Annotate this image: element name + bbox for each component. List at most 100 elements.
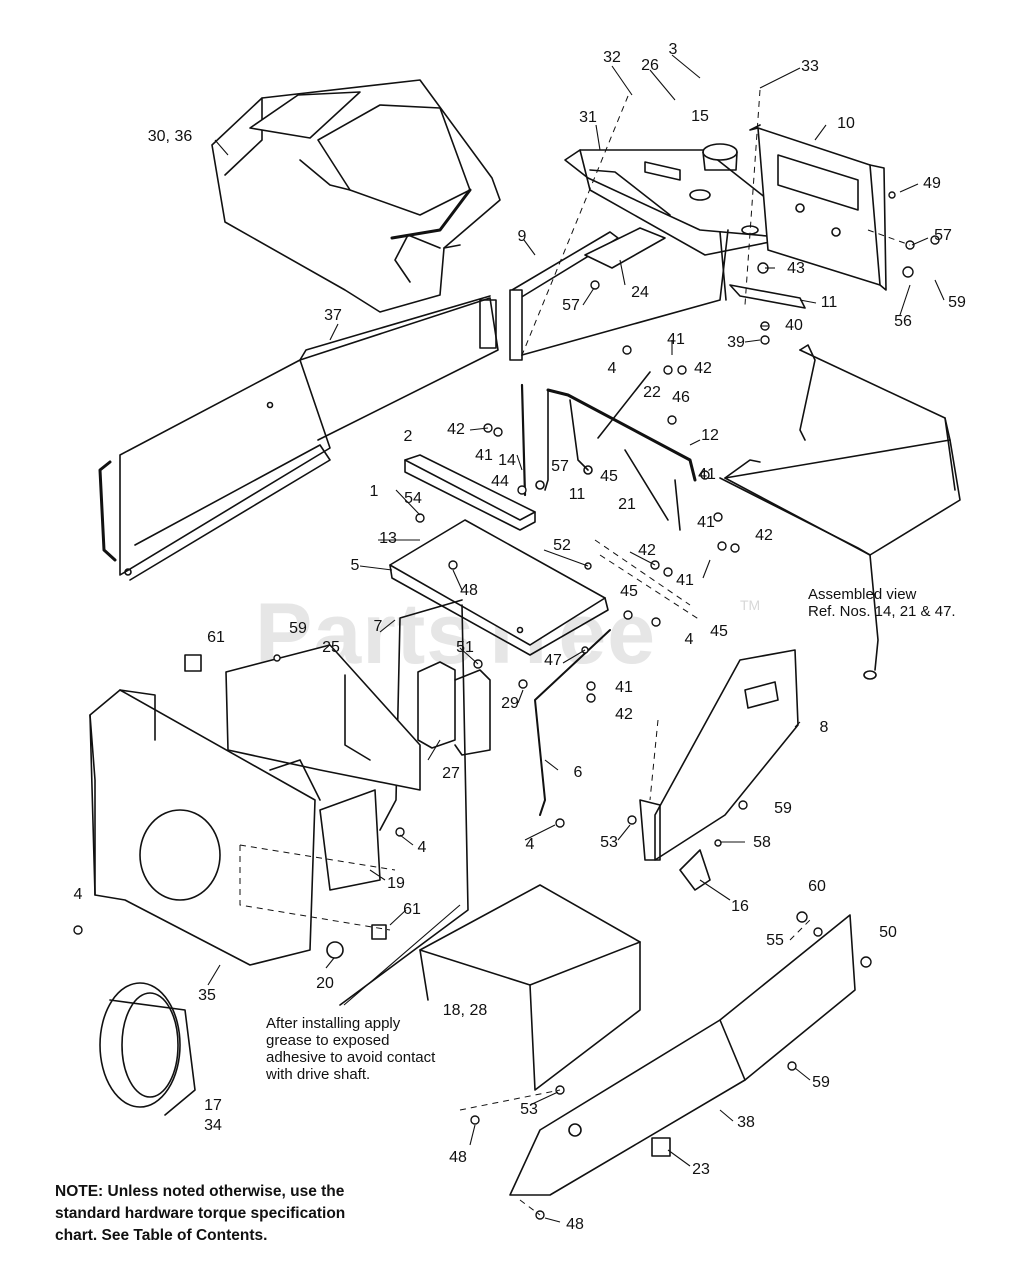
callout-4: 4 (417, 839, 427, 856)
grease-note-line: adhesive to avoid contact (266, 1049, 436, 1066)
callout-56: 56 (894, 313, 912, 330)
callout-53: 53 (600, 834, 618, 851)
clip-23-part (651, 1137, 671, 1157)
torque-note-line: standard hardware torque specification (55, 1205, 346, 1222)
hood-cover-part (211, 79, 501, 313)
callout-4: 4 (684, 631, 694, 648)
callout-14: 14 (498, 452, 516, 469)
clip-61b-part (371, 924, 387, 940)
side-plate-part (749, 124, 887, 291)
callout-4: 4 (525, 836, 535, 853)
torque-note-line: NOTE: Unless noted otherwise, use the (55, 1183, 345, 1200)
callout-41: 41 (697, 514, 715, 531)
callout-42: 42 (638, 542, 656, 559)
callout-61: 61 (207, 629, 225, 646)
rod-14-part (520, 383, 527, 497)
callout-59: 59 (774, 800, 792, 817)
callout-4: 4 (607, 360, 617, 377)
callout-46: 46 (672, 389, 690, 406)
grease-instruction-note: After installing apply grease to exposed… (266, 1015, 466, 1083)
callout-37: 37 (324, 307, 342, 324)
callout-11: 11 (820, 294, 838, 311)
callout-24: 24 (631, 284, 649, 301)
callout-6: 6 (573, 764, 583, 781)
callout-35: 35 (198, 987, 216, 1004)
callout-45: 45 (600, 468, 618, 485)
callout-13: 13 (379, 530, 397, 547)
callout-58: 58 (753, 834, 771, 851)
callout-41: 41 (475, 447, 493, 464)
callout-18-28: 18, 28 (442, 1002, 488, 1019)
assembled-view-note: Assembled view Ref. Nos. 14, 21 & 47. (808, 586, 1008, 620)
callout-15: 15 (691, 108, 709, 125)
callout-42: 42 (447, 421, 465, 438)
callout-39: 39 (727, 334, 745, 351)
dash-bracket-part (564, 143, 801, 256)
callout-22: 22 (643, 384, 661, 401)
callout-31: 31 (579, 109, 597, 126)
callout-48: 48 (566, 1216, 584, 1233)
callout-9: 9 (517, 228, 527, 245)
assembled-frame-part (719, 344, 961, 680)
callout-45: 45 (620, 583, 638, 600)
bracket-16-part (679, 849, 711, 891)
rod-7-part (339, 599, 469, 1006)
callout-52: 52 (553, 537, 571, 554)
callout-27: 27 (442, 765, 460, 782)
callout-12: 12 (701, 427, 719, 444)
callout-17: 17 (204, 1097, 222, 1114)
torque-note: NOTE: Unless noted otherwise, use the st… (55, 1181, 415, 1247)
callout-25: 25 (322, 639, 340, 656)
callout-11: 11 (568, 486, 586, 503)
callout-41: 41 (676, 572, 694, 589)
callout-20: 20 (316, 975, 334, 992)
callout-48: 48 (460, 582, 478, 599)
panel-38-part (509, 914, 856, 1196)
callout-21: 21 (618, 496, 636, 513)
cover-18-28-part (419, 884, 641, 1091)
plate-19-part (319, 789, 381, 891)
grease-note-line: After installing apply (266, 1015, 401, 1032)
callout-34: 34 (204, 1117, 222, 1134)
torque-note-line: chart. See Table of Contents. (55, 1227, 268, 1244)
callout-59: 59 (289, 620, 307, 637)
callout-61: 61 (403, 901, 421, 918)
callout-57: 57 (934, 227, 952, 244)
callout-45: 45 (710, 623, 728, 640)
callout-48: 48 (449, 1149, 467, 1166)
callout-10: 10 (837, 115, 855, 132)
crossmember-2-part (404, 454, 536, 531)
callout-44: 44 (491, 473, 509, 490)
plate-24-part (584, 227, 666, 269)
callout-40: 40 (785, 317, 803, 334)
callout-19: 19 (387, 875, 405, 892)
plate-25-part (225, 644, 421, 791)
callout-49: 49 (923, 175, 941, 192)
linkage-part (535, 371, 697, 531)
callout-38: 38 (737, 1114, 755, 1131)
callout-32: 32 (603, 49, 621, 66)
assembled-note-line: Assembled view (808, 586, 917, 603)
callout-51: 51 (456, 639, 474, 656)
callout-42: 42 (755, 527, 773, 544)
callout-1: 1 (369, 483, 379, 500)
callout-26: 26 (641, 57, 659, 74)
callout-43: 43 (787, 260, 805, 277)
bracket-11-part (729, 284, 806, 309)
callout-29: 29 (501, 695, 519, 712)
callout-5: 5 (350, 557, 360, 574)
callout-54: 54 (404, 490, 422, 507)
callout-8: 8 (819, 719, 829, 736)
callout-60: 60 (808, 878, 826, 895)
side-panel-part (98, 295, 499, 581)
callout-4: 4 (73, 886, 83, 903)
callout-42: 42 (694, 360, 712, 377)
housing-35-part (89, 689, 321, 966)
callout-57: 57 (562, 297, 580, 314)
nut-20-part (326, 941, 344, 959)
callout-41: 41 (667, 331, 685, 348)
trademark-mark: TM (740, 597, 761, 613)
callout-59: 59 (948, 294, 966, 311)
